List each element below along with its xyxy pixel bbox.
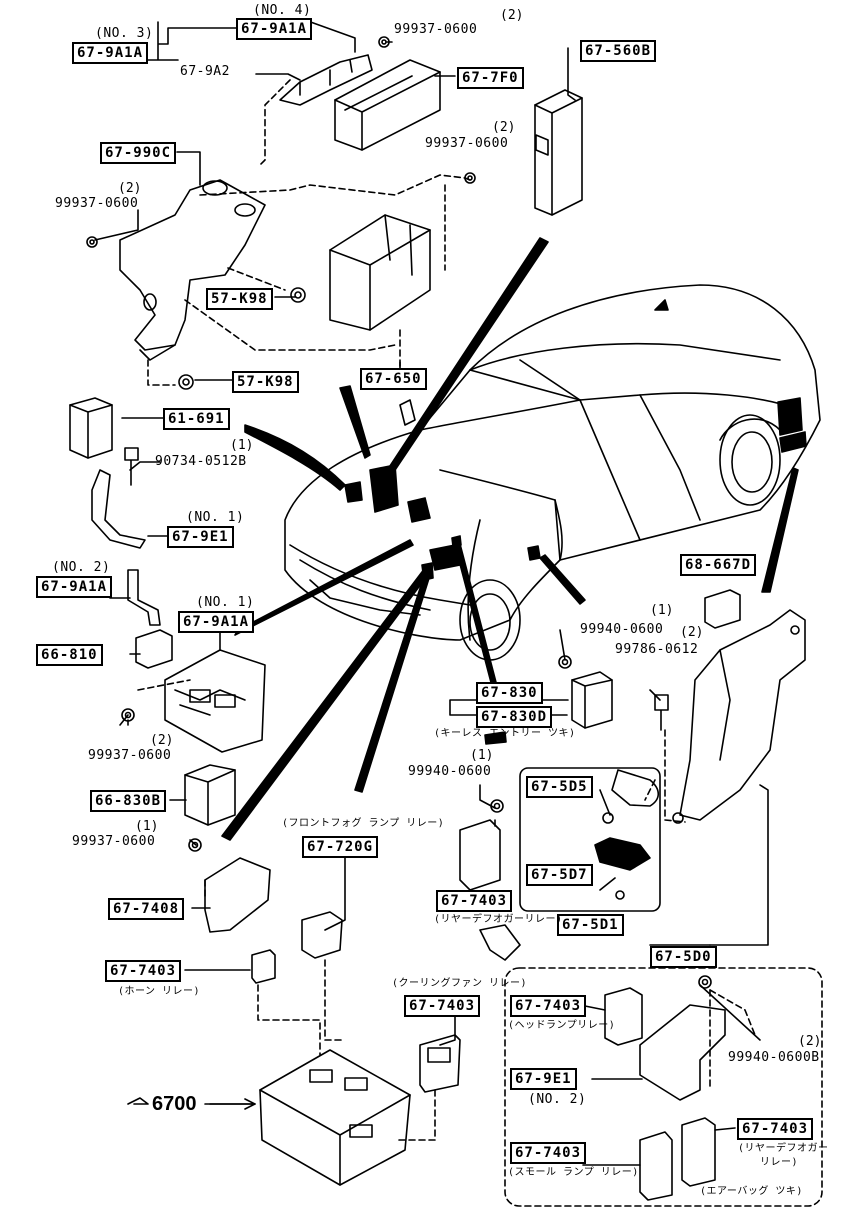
part-66-830b[interactable]: 66-830B xyxy=(90,790,167,812)
part-67-7408[interactable]: 67-7408 xyxy=(108,898,185,920)
part-67-560b[interactable]: 67-560B xyxy=(580,40,657,62)
bolt-b7[interactable]: 99940-0600 xyxy=(580,622,664,637)
note-keyless: (キーレス エントリー ツキ) xyxy=(434,728,576,739)
part-67-5d1[interactable]: 67-5D1 xyxy=(557,914,624,936)
part-67-5d7[interactable]: 67-5D7 xyxy=(526,864,593,886)
qty-b4: (1) xyxy=(230,438,254,453)
qty-b3: (2) xyxy=(118,181,142,196)
bolt-b3[interactable]: 99937-0600 xyxy=(55,196,139,211)
part-67-9a1a-no2[interactable]: 67-9A1A xyxy=(36,576,113,598)
part-67-7403-b[interactable]: 67-7403 xyxy=(436,890,513,912)
parts-drawings xyxy=(69,36,823,1207)
part-67-7403-f[interactable]: 67-7403 xyxy=(510,1142,587,1164)
qty-b5: (2) xyxy=(150,733,174,748)
note-rear-defog-1: (リヤーデフオガーリレー) xyxy=(434,914,563,925)
note-rear-defog-2: (リヤーデフオガー xyxy=(738,1143,829,1154)
part-67-650[interactable]: 67-650 xyxy=(360,368,427,390)
part-67-9e1-a[interactable]: 67-9E1 xyxy=(167,526,234,548)
qty-b1: (2) xyxy=(500,8,524,23)
part-67-9a1a-left[interactable]: 67-9A1A xyxy=(72,42,149,64)
car-illustration xyxy=(284,284,821,745)
label-no2b: (NO. 2) xyxy=(528,1092,587,1107)
part-67-9e1-b[interactable]: 67-9E1 xyxy=(510,1068,577,1090)
part-67-9a1a-no1[interactable]: 67-9A1A xyxy=(178,611,255,633)
bolt-b9[interactable]: 99940-0600 xyxy=(408,764,492,779)
qty-b2: (2) xyxy=(492,120,516,135)
part-67-9a2[interactable]: 67-9A2 xyxy=(180,64,230,79)
part-67-7403-c[interactable]: 67-7403 xyxy=(404,995,481,1017)
part-67-5d0[interactable]: 67-5D0 xyxy=(650,946,717,968)
qty-b8: (2) xyxy=(680,625,704,640)
note-rear-defog-3: リレー) xyxy=(760,1157,799,1168)
note-front-fog: (フロントフォグ ランプ リレー) xyxy=(282,818,445,829)
part-67-7403-d[interactable]: 67-7403 xyxy=(510,995,587,1017)
part-67-720g[interactable]: 67-720G xyxy=(302,836,379,858)
qty-b7: (1) xyxy=(650,603,674,618)
note-headlamp: (ヘッドランプリレー) xyxy=(508,1020,616,1031)
part-67-9a1a-top[interactable]: 67-9A1A xyxy=(236,18,313,40)
part-66-810[interactable]: 66-810 xyxy=(36,644,103,666)
part-67-7f0[interactable]: 67-7F0 xyxy=(457,67,524,89)
note-small-lamp: (スモール ランプ リレー) xyxy=(508,1167,639,1178)
qty-b10: (2) xyxy=(798,1034,822,1049)
part-57-k98-b[interactable]: 57-K98 xyxy=(232,371,299,393)
part-67-7403-e[interactable]: 67-7403 xyxy=(737,1118,814,1140)
part-61-691[interactable]: 61-691 xyxy=(163,408,230,430)
bolt-b2[interactable]: 99937-0600 xyxy=(425,136,509,151)
qty-b6: (1) xyxy=(135,819,159,834)
bolt-b8[interactable]: 99786-0612 xyxy=(615,642,699,657)
leader-wedges xyxy=(221,237,799,841)
note-cooling-fan: (クーリングファン リレー) xyxy=(392,978,528,989)
ref-6700[interactable]: 6700 xyxy=(152,1093,197,1115)
bolt-b6[interactable]: 99937-0600 xyxy=(72,834,156,849)
part-67-830d[interactable]: 67-830D xyxy=(476,706,553,728)
label-no1b: (NO. 1) xyxy=(196,595,255,610)
part-67-990c[interactable]: 67-990C xyxy=(100,142,177,164)
bolt-b1[interactable]: 99937-0600 xyxy=(394,22,478,37)
part-68-667d[interactable]: 68-667D xyxy=(680,554,757,576)
note-horn-relay: (ホーン リレー) xyxy=(118,986,201,997)
label-no2a: (NO. 2) xyxy=(52,560,111,575)
bolt-b5[interactable]: 99937-0600 xyxy=(88,748,172,763)
bolt-b10[interactable]: 99940-0600B xyxy=(728,1050,820,1065)
label-no1a: (NO. 1) xyxy=(186,510,245,525)
part-67-5d5[interactable]: 67-5D5 xyxy=(526,776,593,798)
note-airbag: (エアーバッグ ツキ) xyxy=(700,1186,803,1197)
part-57-k98-a[interactable]: 57-K98 xyxy=(206,288,273,310)
label-no4: (NO. 4) xyxy=(253,3,312,18)
part-67-830[interactable]: 67-830 xyxy=(476,682,543,704)
qty-b9: (1) xyxy=(470,748,494,763)
part-67-7403-a[interactable]: 67-7403 xyxy=(105,960,182,982)
bolt-b4[interactable]: 90734-0512B xyxy=(155,454,247,469)
label-no3: (NO. 3) xyxy=(95,26,154,41)
